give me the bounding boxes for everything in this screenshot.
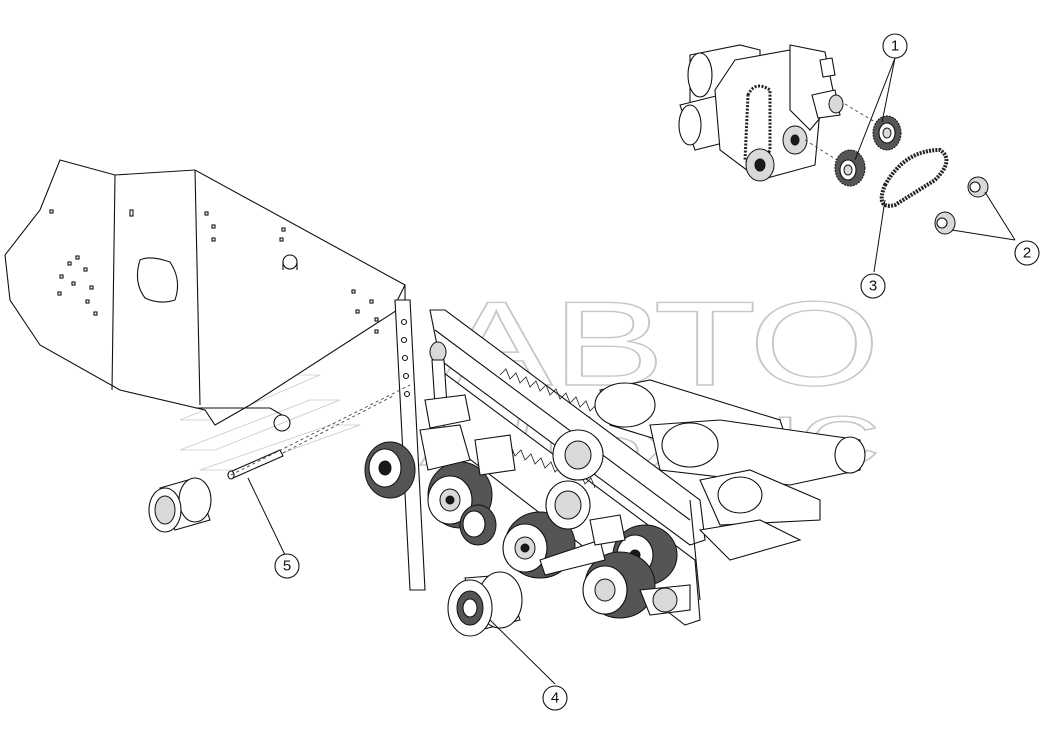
part-5-pin-and-bushing bbox=[148, 384, 411, 533]
side-plate bbox=[4, 159, 406, 432]
callout-leaders bbox=[247, 57, 1016, 685]
nut-lower bbox=[934, 211, 956, 235]
pulley-roller-left bbox=[364, 441, 416, 499]
callout-4-label: 4 bbox=[551, 690, 559, 707]
nut-upper bbox=[967, 176, 989, 198]
sprocket-lower bbox=[834, 149, 866, 187]
feed-drums bbox=[594, 379, 866, 561]
callout-1: 1 bbox=[882, 33, 908, 59]
callout-2: 2 bbox=[1014, 240, 1040, 266]
part-3-drive-chain bbox=[879, 147, 949, 208]
part-4-bushing-roller bbox=[447, 571, 523, 637]
callout-5-label: 5 bbox=[283, 558, 291, 575]
callout-4: 4 bbox=[542, 685, 568, 711]
pulley-2 bbox=[459, 504, 497, 546]
pulley-5 bbox=[582, 551, 656, 619]
gearbox-assembly bbox=[678, 44, 886, 182]
part-1-sprockets bbox=[834, 115, 902, 187]
callout-3: 3 bbox=[860, 273, 886, 299]
pulley-idler bbox=[545, 429, 604, 530]
part-2-nuts bbox=[934, 176, 989, 235]
callout-2-label: 2 bbox=[1023, 245, 1031, 262]
plate-holes bbox=[49, 209, 379, 334]
sprocket-upper bbox=[872, 115, 902, 151]
pulleys bbox=[364, 429, 691, 619]
callout-5: 5 bbox=[274, 553, 300, 579]
callout-3-label: 3 bbox=[869, 278, 877, 295]
callout-1-label: 1 bbox=[891, 38, 899, 55]
tensioner-posts bbox=[419, 341, 626, 546]
